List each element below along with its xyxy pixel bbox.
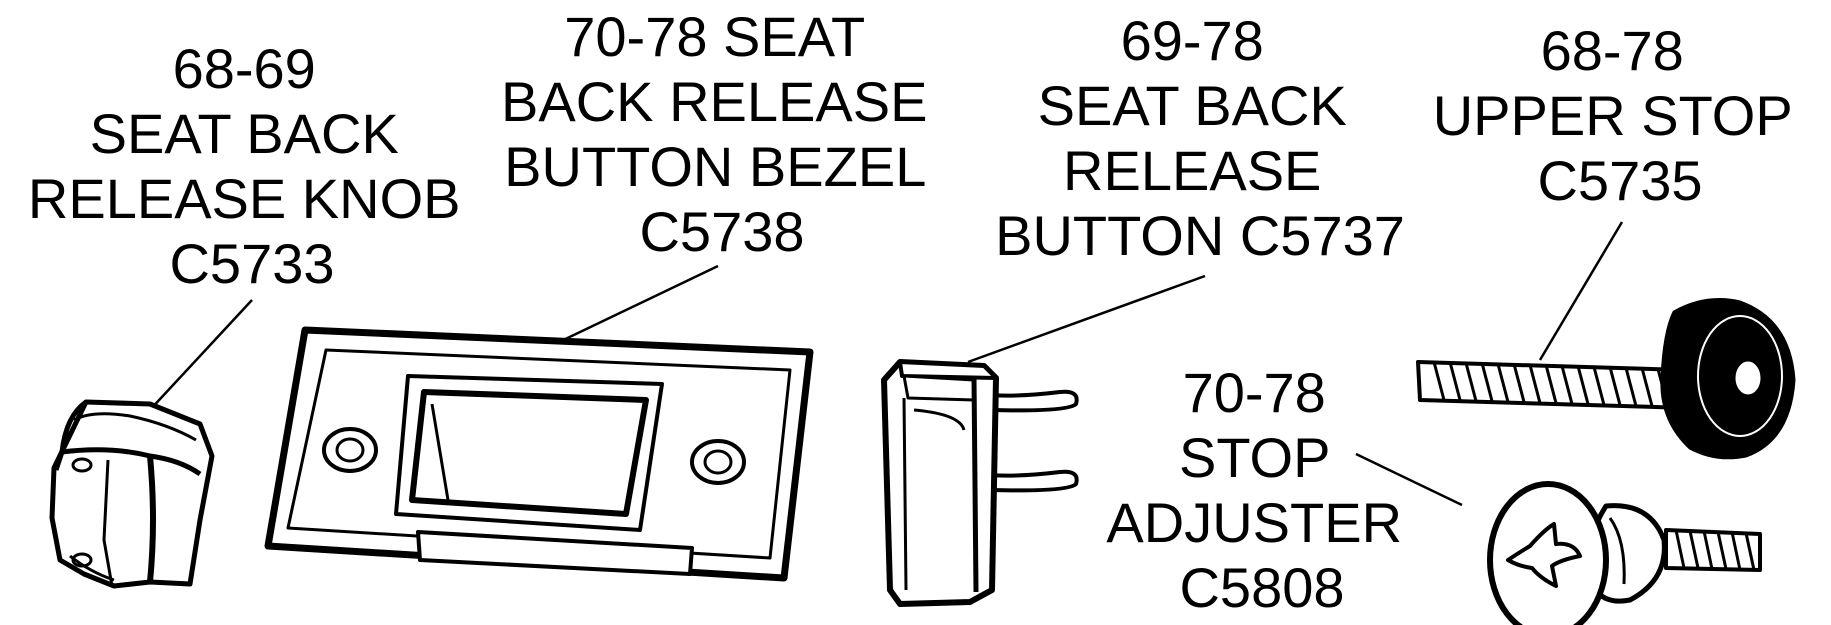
label-bezel-line-1: 70-78 SEAT xyxy=(564,5,864,68)
label-button-line-2: SEAT BACK xyxy=(1038,74,1347,137)
seat-back-release-knob-drawing xyxy=(49,399,215,589)
label-bezel-line-4: C5738 xyxy=(639,200,804,263)
label-upper-stop-line-2: UPPER STOP xyxy=(1433,84,1792,147)
release-button-drawing xyxy=(881,359,1079,607)
label-bezel-line-2: BACK RELEASE xyxy=(501,70,927,133)
label-adjuster-line-1: 70-78 xyxy=(1183,361,1326,424)
label-adjuster: 70-78 STOP ADJUSTER C5808 xyxy=(1106,361,1417,619)
button-bezel-drawing xyxy=(264,326,814,582)
leader-bezel xyxy=(554,264,719,346)
label-button-line-3: RELEASE xyxy=(1063,139,1321,202)
upper-stop-drawing xyxy=(1416,298,1796,460)
label-button-line-1: 69-78 xyxy=(1121,9,1264,72)
label-knob-line-1: 68-69 xyxy=(173,37,316,100)
leader-adjuster xyxy=(1355,452,1463,507)
label-button: 69-78 SEAT BACK RELEASE BUTTON C5737 xyxy=(995,9,1405,267)
label-adjuster-line-4: C5808 xyxy=(1179,556,1344,619)
label-knob-line-3: RELEASE KNOB xyxy=(28,167,461,230)
label-bezel-line-3: BUTTON BEZEL xyxy=(504,135,925,198)
stop-adjuster-drawing xyxy=(1487,481,1762,625)
label-button-line-4: BUTTON C5737 xyxy=(995,204,1405,267)
label-knob-line-4: C5733 xyxy=(169,232,334,295)
label-knob: 68-69 SEAT BACK RELEASE KNOB C5733 xyxy=(28,37,476,295)
leader-upper-stop xyxy=(1538,221,1624,361)
leader-button xyxy=(967,274,1206,364)
label-knob-line-2: SEAT BACK xyxy=(90,102,399,165)
leader-knob xyxy=(147,299,253,413)
label-upper-stop: 68-78 UPPER STOP C5735 xyxy=(1433,19,1808,212)
label-adjuster-line-2: STOP xyxy=(1179,426,1329,489)
label-adjuster-line-3: ADJUSTER xyxy=(1106,491,1402,554)
label-upper-stop-line-3: C5735 xyxy=(1537,149,1702,212)
label-upper-stop-line-1: 68-78 xyxy=(1541,19,1684,82)
label-bezel: 70-78 SEAT BACK RELEASE BUTTON BEZEL C57… xyxy=(501,5,943,263)
